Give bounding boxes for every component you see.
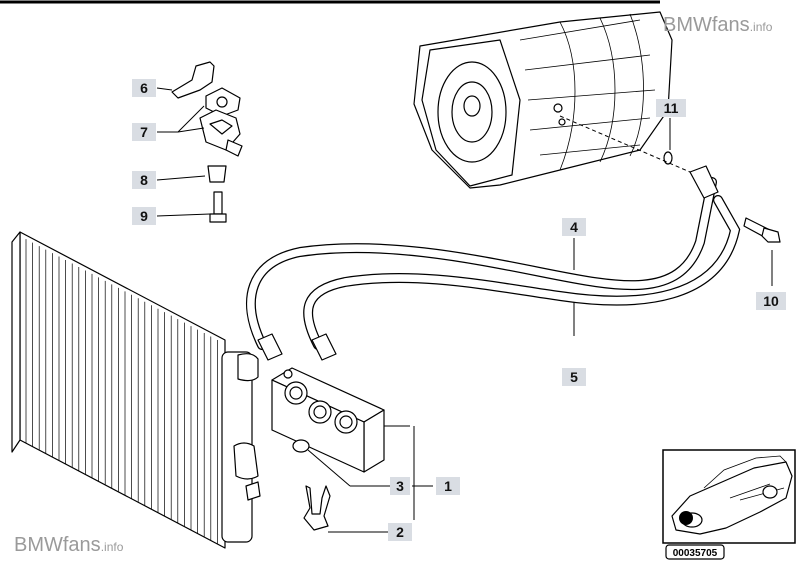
radiator[interactable] <box>11 231 261 549</box>
callout-label: 6 <box>140 80 148 96</box>
callout-label: 7 <box>140 124 148 140</box>
bracket[interactable] <box>171 61 215 99</box>
hose-holder[interactable] <box>199 87 243 157</box>
watermark-suffix: .info <box>750 20 773 34</box>
gasket-ring[interactable] <box>663 151 673 165</box>
svg-text:BMWfans.info: BMWfans.info <box>663 14 773 36</box>
callout-4: 4 <box>562 218 586 236</box>
cooler-hoses[interactable] <box>245 165 741 361</box>
callout-11: 11 <box>656 99 686 117</box>
mounting-clip[interactable] <box>303 485 331 531</box>
watermark-bottom: BMWfans.info <box>14 534 124 556</box>
reference-code: 00035705 <box>673 548 718 559</box>
callout-8: 8 <box>132 171 156 189</box>
callout-label: 2 <box>396 524 404 540</box>
callout-label: 11 <box>664 100 679 116</box>
callout-label: 4 <box>570 219 578 235</box>
bolt-small[interactable] <box>209 191 227 223</box>
callout-9: 9 <box>132 207 156 225</box>
vehicle-locator-inset: 00035705 <box>662 449 796 560</box>
watermark-brand: BMWfans <box>663 14 750 36</box>
callout-10: 10 <box>756 292 786 310</box>
svg-text:BMWfans.info: BMWfans.info <box>14 534 124 556</box>
callout-7: 7 <box>132 123 156 141</box>
transmission[interactable] <box>413 11 673 189</box>
callout-label: 8 <box>140 172 148 188</box>
callout-1: 1 <box>436 477 460 495</box>
callout-label: 10 <box>763 293 779 309</box>
callout-5: 5 <box>562 368 586 386</box>
callout-6: 6 <box>132 79 156 97</box>
watermark-suffix: .info <box>101 540 124 554</box>
oil-cooler[interactable] <box>271 367 385 473</box>
callout-2: 2 <box>388 523 412 541</box>
callout-3: 3 <box>390 477 410 495</box>
watermark-brand: BMWfans <box>14 534 101 556</box>
callout-label: 5 <box>570 369 578 385</box>
leader-lines <box>156 87 773 533</box>
callout-label: 9 <box>140 208 148 224</box>
callout-label: 3 <box>396 478 404 494</box>
hollow-bolt[interactable] <box>743 217 781 243</box>
car-icon <box>671 455 793 535</box>
callout-label: 1 <box>444 478 452 494</box>
watermark-top: BMWfans.info <box>663 14 773 36</box>
o-ring[interactable] <box>292 439 310 453</box>
sleeve[interactable] <box>207 165 227 183</box>
